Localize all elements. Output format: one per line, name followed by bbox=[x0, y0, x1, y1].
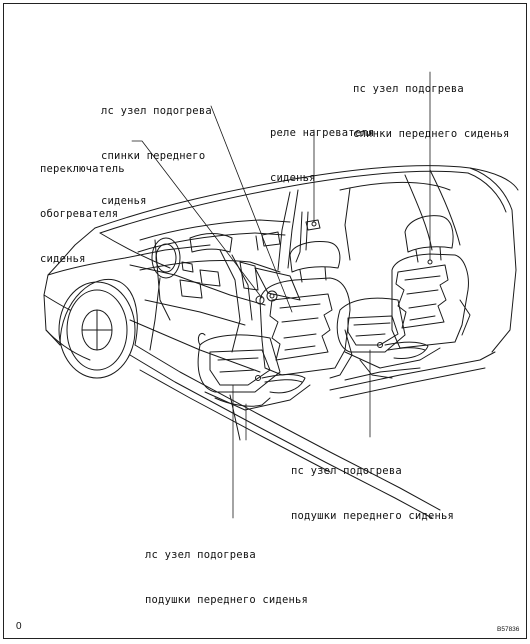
switch-line-3: сиденья bbox=[40, 253, 86, 265]
figure-code: B57836 bbox=[497, 626, 520, 633]
lh-back-heater-line-2: спинки переднего bbox=[101, 150, 206, 162]
leader-lines bbox=[131, 71, 431, 519]
lh-cushion-heater-label: лс узел подогрева подушки переднего сиде… bbox=[145, 518, 308, 623]
rh-cushion-heater-line-2: подушки переднего сиденья bbox=[291, 510, 455, 522]
lh-back-heater-line-3: сиденья bbox=[101, 195, 147, 207]
relay-component bbox=[295, 211, 321, 263]
relay-line-1: реле нагревателя bbox=[270, 127, 375, 139]
relay-line-2: сиденья bbox=[270, 172, 316, 184]
lh-cushion-heater-line-2: подушки переднего сиденья bbox=[145, 594, 309, 606]
rh-back-heater-line-2: спинки переднего сиденья bbox=[353, 128, 510, 140]
lh-back-heater-line-1: лс узел подогрева bbox=[101, 105, 212, 117]
dashboard bbox=[129, 219, 301, 353]
car-body-outline bbox=[43, 165, 519, 519]
seat-heater-relay-label: реле нагревателя сиденья bbox=[270, 96, 374, 201]
rh-cushion-heater-line-1: пс узел подогрева bbox=[291, 465, 402, 477]
rh-cushion-heater-label: пс узел подогрева подушки переднего сиде… bbox=[291, 434, 454, 539]
lh-cushion-heater-line-1: лс узел подогрева bbox=[145, 549, 256, 561]
seat-heater-switch-label: переключатель обогревателя сиденья bbox=[40, 132, 125, 282]
rh-back-heater-label: пс узел подогрева спинки переднего сиден… bbox=[353, 52, 510, 157]
left-front-seat bbox=[197, 241, 353, 441]
right-front-seat bbox=[336, 215, 471, 379]
rh-back-heater-line-1: пс узел подогрева bbox=[353, 83, 464, 95]
corner-mark: 0 bbox=[16, 621, 22, 632]
callout-markers bbox=[311, 221, 433, 265]
switch-line-2: обогревателя bbox=[40, 208, 119, 220]
lh-back-heater-label: лс узел подогрева спинки переднего сиден… bbox=[101, 74, 212, 224]
diagram-frame bbox=[3, 3, 527, 639]
switch-line-1: переключатель bbox=[40, 163, 125, 175]
